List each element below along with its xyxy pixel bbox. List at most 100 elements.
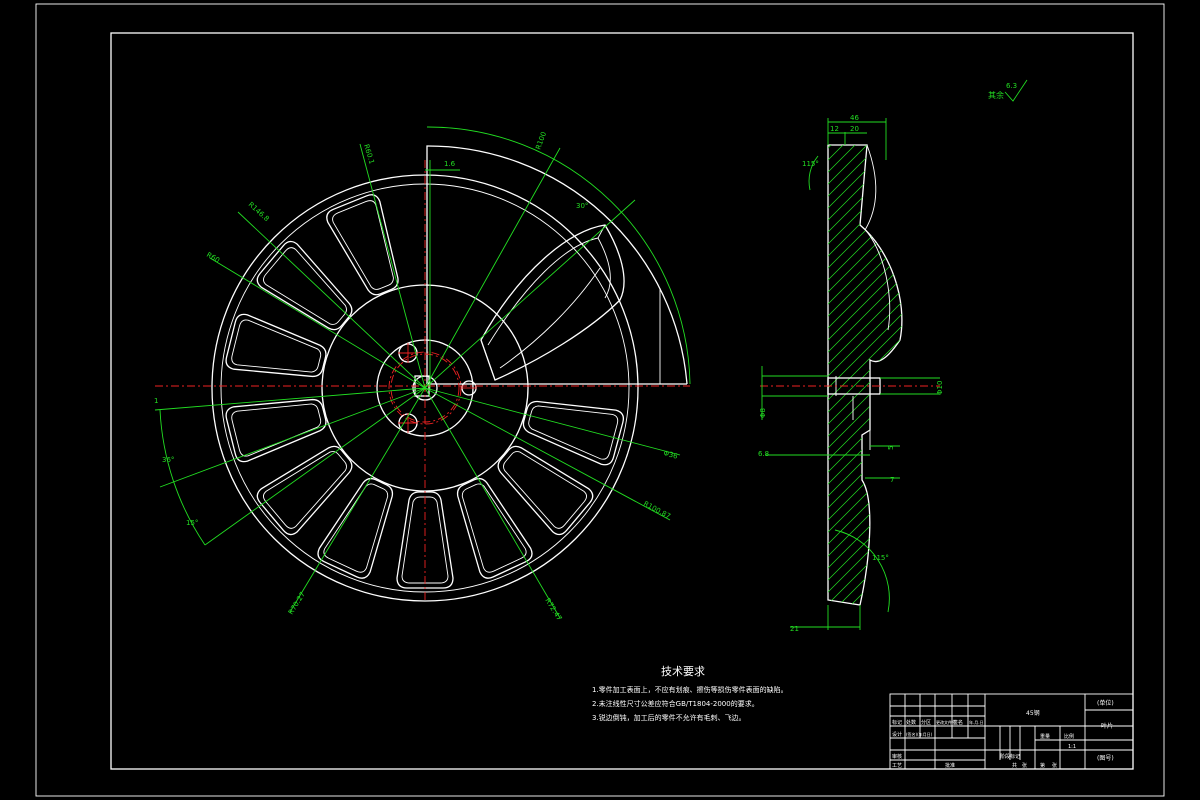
svg-text:标记: 标记	[892, 719, 902, 726]
window-slot-inner	[323, 483, 389, 573]
dim-a4: 15°	[186, 519, 198, 527]
blade-section-outline	[827, 144, 903, 606]
window-slot	[522, 400, 625, 466]
front-view: 1.6 R100 R60.1 R146.8 R60 30° 1 36° 15° …	[154, 126, 691, 622]
hatch-line	[828, 187, 902, 289]
hatch-line	[820, 0, 920, 72]
dim-w-b: 20	[850, 125, 859, 133]
dim-d-h1: Φ8	[759, 408, 767, 418]
window-slot	[256, 240, 353, 331]
tech-item: 1.零件加工表面上，不应有划痕、擦伤等损伤零件表面的缺陷。	[592, 685, 788, 694]
tb-scale-label: 比例	[1064, 733, 1074, 740]
bolt-holes	[398, 343, 477, 433]
window-slot	[256, 445, 353, 536]
hatch-line	[820, 20, 920, 120]
hatch-line	[820, 8, 920, 108]
window-slot	[396, 491, 454, 589]
hatch-line	[820, 32, 920, 132]
svg-text:(签名)(年月日): (签名)(年月日)	[906, 731, 933, 737]
dim-a2: 1	[154, 397, 158, 405]
window-slot	[317, 477, 394, 579]
hatch-line	[820, 0, 920, 84]
cutter-blade	[480, 224, 625, 381]
hatch-line	[828, 535, 902, 605]
svg-text:签名: 签名	[953, 719, 963, 726]
hatch-line	[820, 0, 920, 60]
hatch-line	[820, 0, 920, 36]
tb-material: 45钢	[1026, 709, 1040, 717]
tech-item: 3.锐边倒钝，加工后的零件不允许有毛刺、飞边。	[592, 713, 746, 722]
window-slot-inner	[263, 451, 347, 529]
window-slot-inner	[231, 319, 322, 373]
tb-org: (单位)	[1097, 699, 1114, 707]
hatch-line	[820, 0, 920, 96]
tb-scale: 1:1	[1068, 744, 1076, 750]
dim-ang-top: 115°	[802, 160, 819, 168]
title-block: 45钢 (单位) 叶片 (图号) 1:1 重量 比例 阶段标记 标记 设计 审核…	[889, 693, 1134, 770]
dim-r5: R60	[205, 251, 221, 265]
window-slot-inner	[231, 403, 322, 457]
window-slot-inner	[503, 451, 587, 529]
dim-d-s3: 7	[890, 476, 894, 484]
dim-w-a: 12	[830, 125, 839, 133]
hatch-line	[828, 145, 902, 229]
dim-a3: 36°	[162, 456, 174, 464]
hatch-line	[828, 145, 902, 169]
dim-d-s2: 5	[887, 446, 895, 450]
hatch-line	[828, 271, 902, 373]
window-slot	[497, 445, 594, 536]
hatch-line	[828, 319, 902, 421]
window-slot-inner	[401, 496, 449, 584]
tech-item: 2.未注线性尺寸公差应符合GB/T1804-2000的要求。	[592, 699, 759, 708]
svg-text:张: 张	[1052, 762, 1057, 769]
svg-text:6.3: 6.3	[1006, 82, 1017, 90]
hatch-line	[828, 175, 902, 277]
front-dimensions: 1.6 R100 R60.1 R146.8 R60 30° 1 36° 15° …	[154, 126, 691, 622]
dim-ang-bot: 115°	[872, 554, 889, 562]
svg-text:批准: 批准	[945, 762, 955, 769]
side-dimensions: 46 12 20 115° Φ8 Φ10 6.8 5 7 115° 21	[758, 114, 944, 633]
hatch-line	[828, 211, 902, 313]
dim-a1: 30°	[576, 202, 588, 210]
hatch-line	[820, 0, 920, 12]
dim-r7: R72.47	[543, 597, 563, 622]
quarter-sector	[426, 145, 688, 385]
svg-text:共: 共	[1012, 762, 1017, 769]
dim-r3: R60.1	[362, 143, 376, 165]
hatch-line	[828, 259, 902, 361]
svg-text:年.月.日: 年.月.日	[969, 719, 984, 725]
dim-d-small: 6.8	[758, 450, 769, 458]
window-slot	[225, 313, 327, 378]
window-slot	[456, 477, 533, 579]
sheet-outer-border	[35, 3, 1165, 797]
tb-part-name: 叶片	[1101, 722, 1113, 730]
dim-w-bot: 21	[790, 625, 799, 633]
window-slot-inner	[461, 483, 527, 573]
hatch-line	[828, 145, 902, 193]
hatch-line	[828, 163, 902, 265]
hatch-line	[828, 247, 902, 349]
svg-text:第: 第	[1040, 762, 1045, 769]
hatch-line	[828, 283, 902, 385]
svg-text:工艺: 工艺	[892, 763, 902, 769]
hatch-line	[828, 295, 902, 397]
svg-text:设计: 设计	[892, 731, 902, 738]
hatch-line	[828, 307, 902, 409]
tech-requirements: 技术要求 1.零件加工表面上，不应有划痕、擦伤等损伤零件表面的缺陷。 2.未注线…	[592, 665, 788, 722]
svg-text:处数: 处数	[906, 719, 916, 726]
tb-drawing-no: (图号)	[1097, 755, 1114, 762]
dim-d-h2: Φ10	[936, 381, 944, 395]
dim-r2: R100	[534, 131, 548, 151]
svg-text:审核: 审核	[892, 753, 902, 760]
section-hatch	[820, 0, 920, 605]
blade-outer-circle	[211, 174, 639, 602]
tb-stage-label: 阶段标记	[1000, 753, 1020, 760]
dim-r1: 1.6	[444, 160, 456, 168]
side-view: 46 12 20 115° Φ8 Φ10 6.8 5 7 115° 21	[758, 0, 944, 633]
dim-w-total: 46	[850, 114, 859, 122]
sheet-inner-border	[110, 32, 1134, 770]
dim-r8: R100.87	[642, 500, 672, 521]
svg-text:张: 张	[1022, 762, 1027, 769]
dim-r6: R70.27	[287, 591, 307, 616]
